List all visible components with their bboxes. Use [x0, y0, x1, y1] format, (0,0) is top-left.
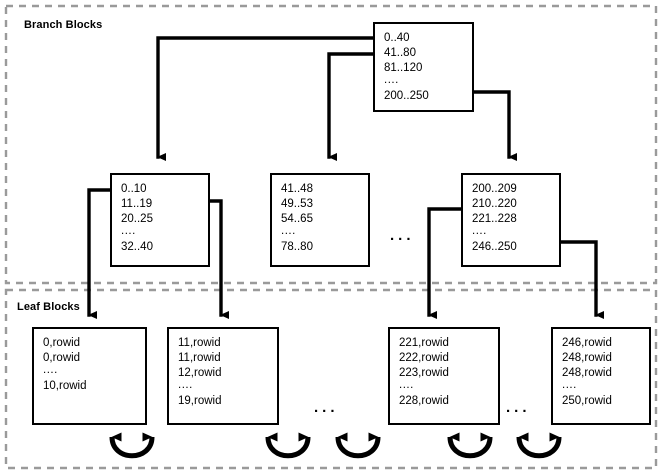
connector-branch1-to-leaf2 [208, 199, 229, 319]
leaf-entry-ellipsis: .... [43, 364, 58, 376]
leaf-entry: 19,rowid [178, 395, 222, 407]
leaf-entry: 11,rowid [178, 352, 221, 364]
leaf-entry: 0,rowid [43, 337, 81, 349]
branch-entry: 200..209 [472, 183, 517, 195]
leaf-entry: 228,rowid [399, 395, 449, 407]
leaf-block-3-entries: 221,rowid 222,rowid 223,rowid .... 228,r… [399, 336, 449, 409]
leaf-link-arrow-1 [109, 432, 155, 459]
branch-block-3-entries: 200..209 210..220 221..228 .... 246..250 [472, 182, 517, 255]
branch-entry: 210..220 [472, 198, 517, 210]
leaf-link-arrow-2 [265, 432, 311, 459]
leaf-entry-ellipsis: .... [562, 379, 577, 391]
leaf-entry: 0,rowid [43, 352, 81, 364]
leaf-entry: 12,rowid [178, 367, 222, 379]
leaf-block-1: 0,rowid 0,rowid .... 10,rowid [32, 327, 147, 425]
root-entry: 200..250 [384, 90, 429, 102]
root-block: 0..40 41..80 81..120 .... 200..250 [373, 22, 474, 112]
leaf-entry: 11,rowid [178, 337, 221, 349]
leaf-entry: 250,rowid [562, 395, 612, 407]
branch-entry: 49..53 [281, 198, 313, 210]
branch-entry: 32..40 [121, 241, 153, 253]
connector-root-to-branch1 [156, 36, 375, 161]
leaf-entry-ellipsis: .... [399, 379, 414, 391]
leaf-entry: 223,rowid [399, 367, 449, 379]
leaf-block-3: 221,rowid 222,rowid 223,rowid .... 228,r… [388, 327, 500, 425]
branch-block-1-entries: 0..10 11..19 20..25 .... 32..40 [121, 182, 153, 255]
branch-entry: 20..25 [121, 213, 153, 225]
connector-branch1-to-leaf1 [87, 188, 112, 319]
leaf-link-arrow-4 [447, 432, 493, 459]
branch-entry: 78..80 [281, 241, 313, 253]
branch-entry-ellipsis: .... [472, 225, 487, 237]
branch-entry-ellipsis: .... [281, 225, 296, 237]
leaf-entry: 248,rowid [562, 367, 612, 379]
root-entry: 41..80 [384, 47, 416, 59]
leaf-block-4-entries: 246,rowid 248,rowid 248,rowid .... 250,r… [562, 336, 612, 409]
branch-block-3: 200..209 210..220 221..228 .... 246..250 [461, 173, 561, 267]
leaf-entry: 221,rowid [399, 337, 449, 349]
root-entry-ellipsis: .... [384, 74, 399, 86]
connector-root-to-branch2 [327, 52, 375, 161]
connector-branch3-to-leaf4 [559, 240, 604, 319]
leaf-region-border [4, 288, 658, 470]
root-entry: 0..40 [384, 32, 410, 44]
leaf-entry: 248,rowid [562, 352, 612, 364]
leaf-link-arrow-5 [516, 432, 562, 459]
branch-ellipsis: ... [390, 227, 415, 244]
leaf-block-1-entries: 0,rowid 0,rowid .... 10,rowid [43, 336, 86, 394]
leaf-entry: 246,rowid [562, 337, 612, 349]
leaf-entry-ellipsis: .... [178, 379, 193, 391]
leaf-blocks-label: Leaf Blocks [17, 301, 80, 313]
leaf-ellipsis-2: ... [506, 399, 531, 416]
root-entry: 81..120 [384, 62, 423, 74]
leaf-ellipsis-1: ... [314, 399, 339, 416]
root-block-entries: 0..40 41..80 81..120 .... 200..250 [384, 31, 429, 104]
branch-block-2-entries: 41..48 49..53 54..65 .... 78..80 [281, 182, 313, 255]
branch-region-border [4, 4, 658, 285]
branch-block-1: 0..10 11..19 20..25 .... 32..40 [110, 173, 210, 267]
branch-entry: 246..250 [472, 241, 517, 253]
leaf-block-2-entries: 11,rowid 11,rowid 12,rowid .... 19,rowid [178, 336, 221, 409]
leaf-entry: 222,rowid [399, 352, 449, 364]
branch-block-2: 41..48 49..53 54..65 .... 78..80 [270, 173, 370, 267]
branch-entry: 11..19 [121, 198, 153, 210]
leaf-block-2: 11,rowid 11,rowid 12,rowid .... 19,rowid [167, 327, 279, 425]
branch-entry-ellipsis: .... [121, 225, 136, 237]
connector-root-to-branch3 [472, 90, 517, 161]
leaf-block-4: 246,rowid 248,rowid 248,rowid .... 250,r… [551, 327, 651, 425]
branch-blocks-label: Branch Blocks [24, 19, 103, 31]
branch-entry: 54..65 [281, 213, 313, 225]
connector-branch3-to-leaf3 [427, 207, 463, 319]
leaf-entry: 10,rowid [43, 380, 87, 392]
branch-entry: 221..228 [472, 213, 517, 225]
branch-entry: 0..10 [121, 183, 147, 195]
leaf-link-arrow-3 [335, 432, 381, 459]
branch-entry: 41..48 [281, 183, 313, 195]
